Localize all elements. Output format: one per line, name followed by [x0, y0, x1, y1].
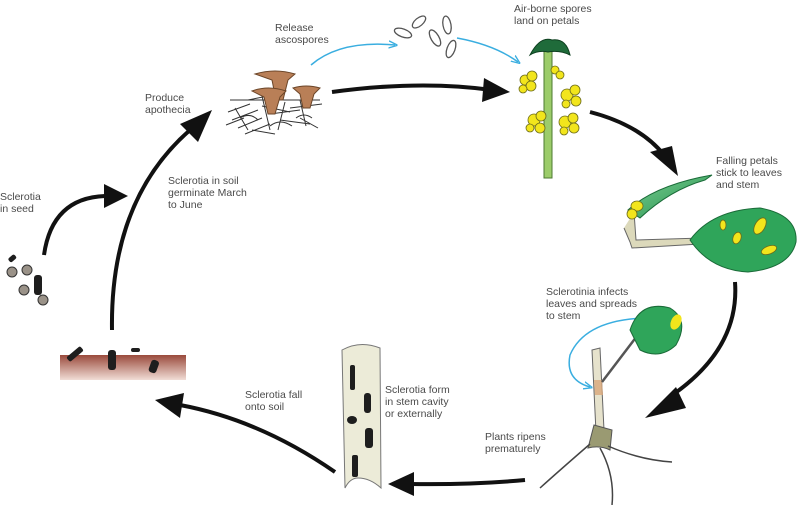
arrow-head — [104, 184, 128, 208]
arrow-leaf-to-stem — [568, 317, 646, 387]
yellow-flowers — [518, 65, 582, 136]
label-sclerotia-fall: Sclerotia fall onto soil — [245, 389, 303, 413]
roots — [539, 443, 673, 505]
plant-buds — [528, 38, 571, 57]
stem-with-sclerotia — [341, 344, 382, 490]
petal-spots — [626, 200, 778, 256]
arrow-flower-to-leaves — [589, 110, 666, 157]
arrow-head — [482, 78, 510, 102]
arrow-seed-to-soil-germination — [42, 194, 106, 256]
arrow-infected-to-stem-sclerotia — [409, 478, 526, 487]
arrow-release-spores — [310, 44, 395, 66]
lesion — [594, 380, 603, 395]
root-crown — [587, 424, 613, 451]
arrow-leaves-to-infected-stem — [666, 281, 738, 400]
label-sclerotia-form: Sclerotia form in stem cavity or externa… — [385, 384, 450, 420]
label-produce-apothecia: Produce apothecia — [145, 92, 191, 116]
flowering-plant — [518, 38, 582, 179]
arrow-head — [180, 110, 212, 142]
lower-leaf — [689, 207, 797, 273]
spore-arrows — [310, 37, 646, 387]
label-release-ascospores: Release ascospores — [275, 22, 329, 46]
arrow-head — [155, 393, 184, 418]
soil-sclerotia — [66, 346, 159, 374]
soil — [60, 355, 186, 380]
infected-leaf — [629, 305, 683, 355]
arrow-soil-to-apothecia — [109, 128, 192, 331]
arrow-apothecia-to-flower — [331, 83, 493, 94]
infected-stem-illustration — [539, 305, 683, 505]
petal-spot — [670, 314, 682, 330]
arrow-head — [388, 472, 414, 496]
leaf-stalk — [601, 331, 641, 383]
label-falling-petals: Falling petals stick to leaves and stem — [716, 155, 782, 191]
soil-with-sclerotia — [60, 346, 186, 380]
arrow-head — [645, 387, 686, 418]
label-plants-ripen: Plants ripens prematurely — [485, 431, 546, 455]
arrow-stem-to-soil — [179, 403, 337, 474]
plant-debris — [225, 95, 323, 135]
upper-leaf — [627, 174, 713, 219]
cycle-arrows — [42, 78, 738, 496]
ascospores — [393, 15, 457, 59]
label-airborne-spores: Air-borne spores land on petals — [514, 3, 592, 27]
sclerotia-bodies — [347, 365, 373, 477]
leaves-with-petals — [623, 174, 797, 273]
arrow-head — [650, 146, 678, 176]
apothecium-cup — [250, 70, 321, 115]
arrow-spores-to-flower — [456, 37, 518, 62]
seed-with-sclerotia — [6, 254, 49, 306]
label-sclerotinia-infects: Sclerotinia infects leaves and spreads t… — [546, 286, 638, 322]
apothecia-illustration — [225, 70, 323, 135]
stem-tube — [341, 344, 382, 490]
label-sclerotia-in-seed: Sclerotia in seed — [0, 191, 41, 215]
label-sclerotia-in-soil: Sclerotia in soil germinate March to Jun… — [168, 175, 247, 211]
